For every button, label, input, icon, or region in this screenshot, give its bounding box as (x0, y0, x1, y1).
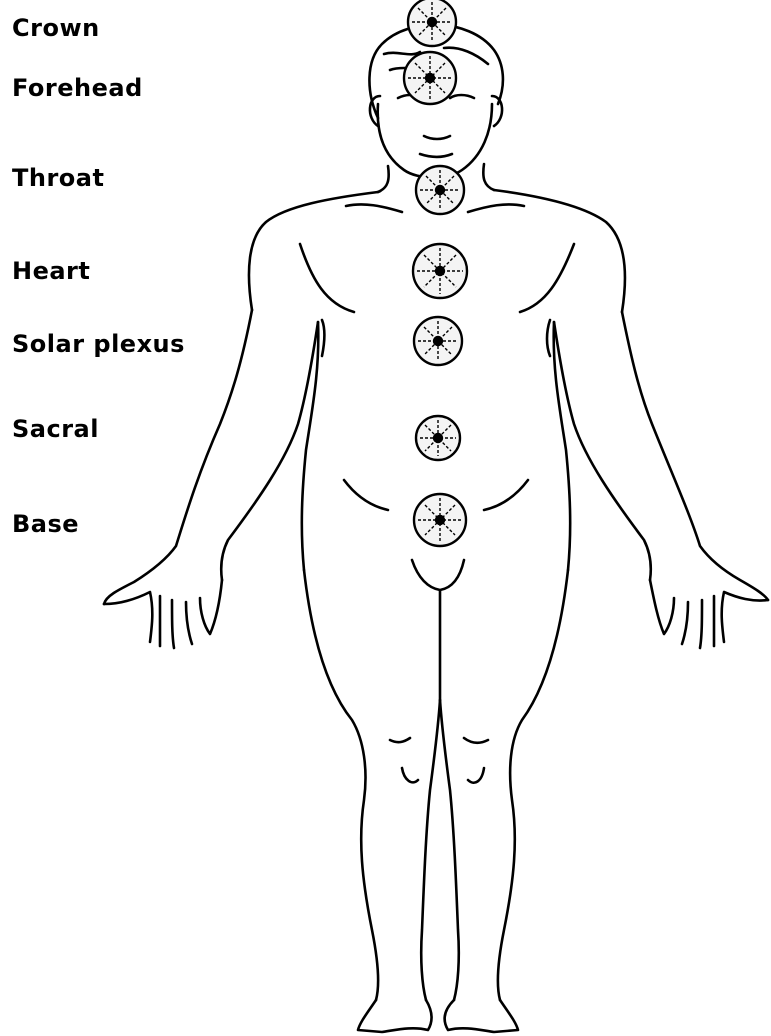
right-knee (464, 738, 488, 783)
chakra-wheel-heart (413, 244, 467, 298)
chakra-wheel-forehead (404, 52, 456, 104)
right-hand (650, 580, 768, 648)
chakra-wheel-crown (408, 0, 456, 46)
chakra-wheel-throat (416, 166, 464, 214)
left-arm-outer (104, 310, 252, 604)
right-leg-outer (498, 570, 568, 1000)
groin (412, 560, 464, 700)
right-shoulder (494, 190, 625, 312)
left-hand (104, 580, 222, 648)
right-arm-outer (622, 312, 768, 600)
chakra-wheel-base (414, 494, 466, 546)
left-knee (390, 738, 418, 782)
mouth (424, 136, 450, 139)
right-foot (445, 1000, 518, 1032)
chakra-wheel-sacral (416, 416, 460, 460)
left-shoulder (249, 192, 378, 310)
left-flank (302, 322, 318, 570)
left-leg-outer (304, 570, 378, 1000)
left-foot (358, 1000, 432, 1032)
right-leg-inner (440, 700, 459, 1000)
chin (420, 154, 452, 157)
right-flank (554, 322, 570, 570)
right-ear (492, 96, 502, 126)
left-leg-inner (421, 700, 440, 1000)
chakra-wheel-solar-plexus (414, 317, 462, 365)
